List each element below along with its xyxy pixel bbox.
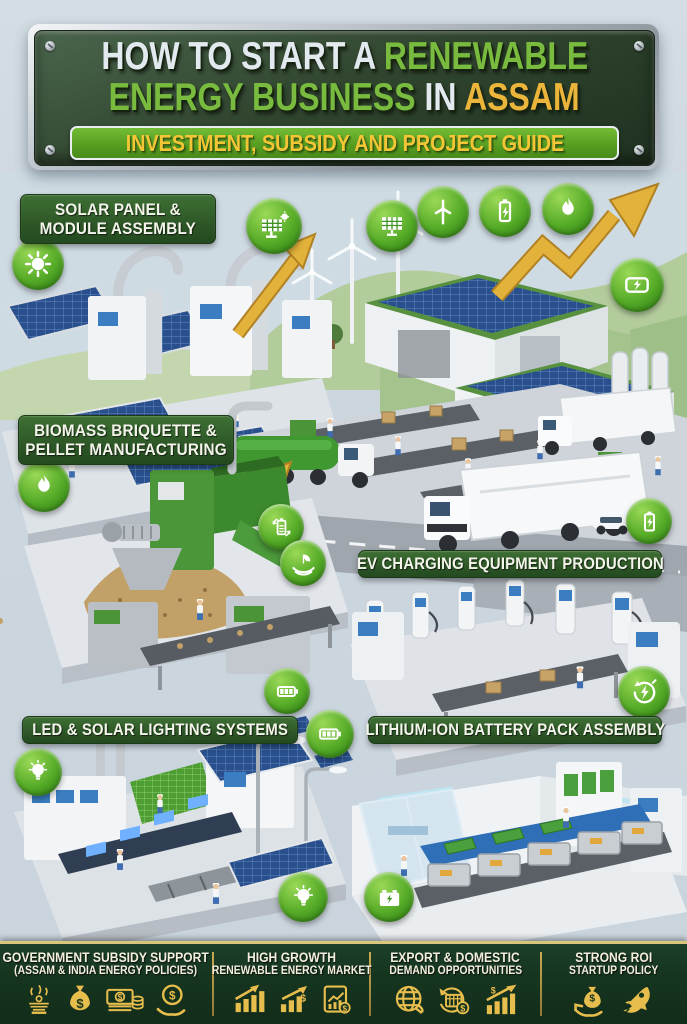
- car-battery-icon: [364, 872, 414, 922]
- section-label-biomass: BIOMASS BRIQUETTE & PELLET MANUFACTURING: [18, 415, 234, 465]
- report-chart-icon: $: [323, 985, 351, 1014]
- footer-col-startup: STRONG ROI STARTUP POLICY $: [542, 944, 685, 1024]
- section-label-ev: EV CHARGING EQUIPMENT PRODUCTION: [357, 550, 663, 578]
- svg-text:$: $: [490, 986, 495, 996]
- solar-panel-icon: [366, 200, 418, 252]
- container-truck-1: [538, 387, 677, 455]
- factory-floor-logistics: [150, 384, 687, 632]
- footer-benefits-bar: GOVERNMENT SUBSIDY SUPPORT (ASSAM & INDI…: [0, 941, 687, 1024]
- flame-biomass-icon: [18, 460, 70, 512]
- section-label-lithium: LITHIUM-ION BATTERY PACK ASSEMBLY: [365, 716, 665, 744]
- section-label-solar: SOLAR PANEL & MODULE ASSEMBLY: [20, 194, 216, 244]
- leaf-hands-icon: [280, 540, 326, 586]
- battery-packs: [427, 821, 663, 887]
- wind-turbine-icon: [417, 186, 469, 238]
- svg-text:$: $: [589, 994, 595, 1005]
- poster-title-line1: HOW TO START A RENEWABLE: [101, 34, 588, 78]
- battery-horizontal-icon-2: [306, 710, 354, 758]
- ashoka-emblem-icon: [29, 984, 49, 1014]
- sun-icon: [12, 238, 64, 290]
- header-plate: HOW TO START A RENEWABLE ENERGY BUSINESS…: [28, 24, 659, 170]
- led-solar-lighting-scene: [14, 716, 353, 954]
- hand-coin-icon: $: [156, 984, 186, 1016]
- footer-divider: [369, 952, 371, 1016]
- lightbulb-icon-2: [278, 872, 328, 922]
- lightbulb-icon: [14, 748, 62, 796]
- footer-divider: [540, 952, 542, 1016]
- battery-icon: [626, 498, 672, 544]
- screw-icon: [634, 41, 644, 51]
- flame-icon: [542, 183, 594, 235]
- battery-horizontal-icon: [264, 668, 310, 714]
- lithium-battery-scene: [352, 762, 687, 962]
- svg-text:$: $: [300, 994, 306, 1005]
- svg-text:$: $: [460, 1003, 465, 1013]
- rocket-icon: [622, 986, 650, 1014]
- screw-icon: [45, 145, 55, 155]
- screw-icon: [634, 145, 644, 155]
- money-bag-icon: $: [70, 985, 90, 1011]
- hand-money-bag-icon: $: [573, 986, 603, 1017]
- globe-icon: [395, 985, 424, 1014]
- solar-panel-sun-icon: [246, 198, 302, 254]
- trend-chart-icon: $: [485, 984, 516, 1015]
- svg-text:$: $: [342, 1004, 347, 1013]
- poster-title-line2: ENERGY BUSINESS IN ASSAM: [109, 75, 580, 119]
- bolt-plug-icon: [618, 666, 670, 718]
- growth-chart-icon: [234, 984, 264, 1013]
- svg-text:$: $: [169, 989, 176, 1002]
- growth-arrow-top: [491, 182, 660, 302]
- white-suv: [592, 514, 632, 535]
- svg-text:$: $: [76, 996, 84, 1011]
- screw-icon: [45, 41, 55, 51]
- footer-col-subsidy: GOVERNMENT SUBSIDY SUPPORT (ASSAM & INDI…: [0, 944, 212, 1024]
- footer-col-growth: HIGH GROWTH RENEWABLE ENERGY MARKET $: [211, 950, 372, 1014]
- cash-stack-icon: $: [106, 988, 144, 1012]
- footer-col-demand: EXPORT & DOMESTIC DEMAND OPPORTUNITIES $: [371, 944, 540, 1024]
- market-coin-icon: $: [439, 987, 469, 1015]
- footer-divider: [212, 952, 214, 1016]
- poster-subtitle: INVESTMENT, SUBSIDY AND PROJECT GUIDE: [125, 129, 564, 156]
- dollar-growth-chart-icon: $: [280, 985, 307, 1013]
- header-plate-inner: HOW TO START A RENEWABLE ENERGY BUSINESS…: [34, 30, 655, 166]
- poster-subtitle-bar: INVESTMENT, SUBSIDY AND PROJECT GUIDE: [69, 125, 620, 160]
- growth-arrow-topleft: [232, 232, 317, 339]
- battery-square-icon: [610, 258, 664, 312]
- section-label-led: LED & SOLAR LIGHTING SYSTEMS: [22, 716, 298, 744]
- svg-text:$: $: [118, 993, 123, 1002]
- battery-bolt-icon: [479, 185, 531, 237]
